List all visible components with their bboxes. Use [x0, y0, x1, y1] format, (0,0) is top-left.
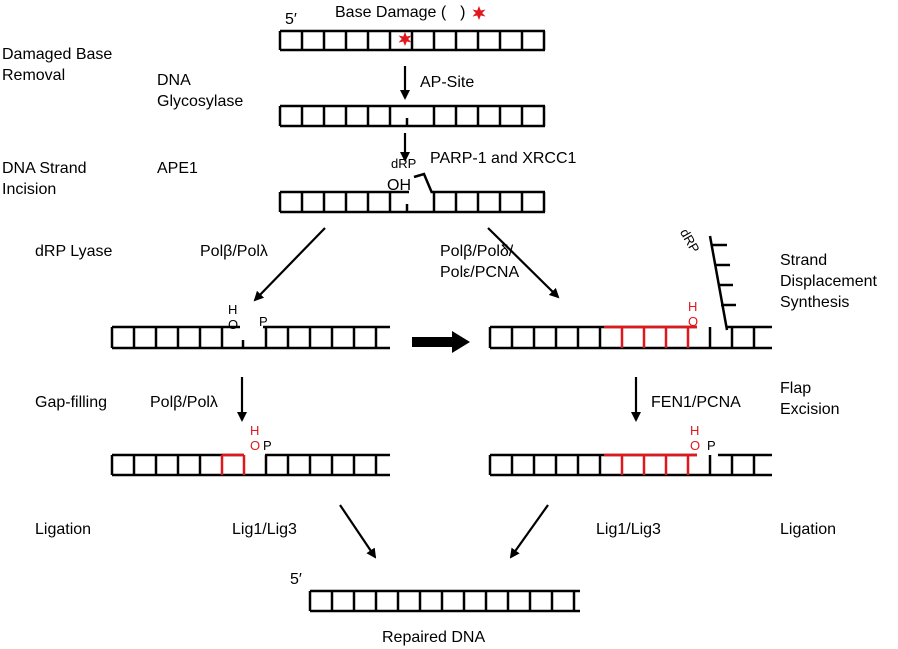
- gap-filling-label: Gap-filling: [35, 394, 108, 411]
- ligation-right-label: Ligation: [780, 521, 837, 538]
- flap-strand: [708, 235, 729, 331]
- lig-left-label: Lig1/Lig3: [232, 521, 297, 538]
- fen1-pcna-label: FEN1/PCNA: [651, 394, 741, 411]
- pol-beta-lambda-1-label: Polβ/Polλ: [200, 243, 268, 260]
- damage-star-legend-icon: [472, 6, 486, 20]
- five-prime-top-label: 5′: [285, 11, 297, 28]
- pol-delta-eps-label: Polβ/Polδ/ Polε/PCNA: [440, 243, 520, 281]
- damage-star-icon: [398, 32, 412, 46]
- dna-strand-incision-label: DNA Strand Incision: [2, 160, 87, 198]
- base-damage-label: Base Damage (): [335, 4, 466, 21]
- o-left-label: O: [228, 317, 239, 332]
- strand-displacement-label: Strand Displacement Synthesis: [780, 252, 877, 311]
- drp-label: dRP: [391, 156, 417, 171]
- dna-glycosylase-label: DNA Glycosylase: [157, 72, 244, 110]
- h-flap-label: H: [690, 423, 700, 438]
- p-left-label: P: [259, 314, 268, 329]
- lig-right-label: Lig1/Lig3: [596, 521, 661, 538]
- drp-bend: [413, 172, 434, 194]
- o-right-label: O: [688, 314, 699, 329]
- h-right-label: H: [688, 299, 698, 314]
- five-prime-bottom-label: 5′: [290, 571, 302, 588]
- damaged-base-removal-label: Damaged Base Removal: [2, 46, 113, 84]
- ligation-left-label: Ligation: [35, 521, 92, 538]
- ap-site-label: AP-Site: [420, 74, 475, 91]
- flap-excision-label: Flap Excision: [780, 380, 840, 418]
- o-gap-label: O: [250, 438, 261, 453]
- arrow-strand-displacement: [487, 227, 560, 299]
- repaired-dna-label: Repaired DNA: [382, 629, 486, 646]
- ape1-label: APE1: [157, 160, 198, 177]
- h-left-label: H: [228, 302, 238, 317]
- drp-lyase-label: dRP Lyase: [35, 243, 113, 260]
- switch-pathway-arrow: [412, 331, 470, 353]
- p-flap-label: P: [707, 438, 716, 453]
- parp-xrcc1-label: PARP-1 and XRCC1: [430, 150, 577, 167]
- arrow-ligation-right: [509, 504, 549, 559]
- p-gap-label: P: [263, 438, 272, 453]
- arrow-drp-lyase: [253, 227, 326, 302]
- arrow-ligation-left: [339, 504, 377, 559]
- o-flap-label: O: [690, 438, 701, 453]
- pol-beta-lambda-2-label: Polβ/Polλ: [150, 394, 218, 411]
- oh-label: OH: [387, 177, 411, 194]
- h-gap-label: H: [250, 423, 260, 438]
